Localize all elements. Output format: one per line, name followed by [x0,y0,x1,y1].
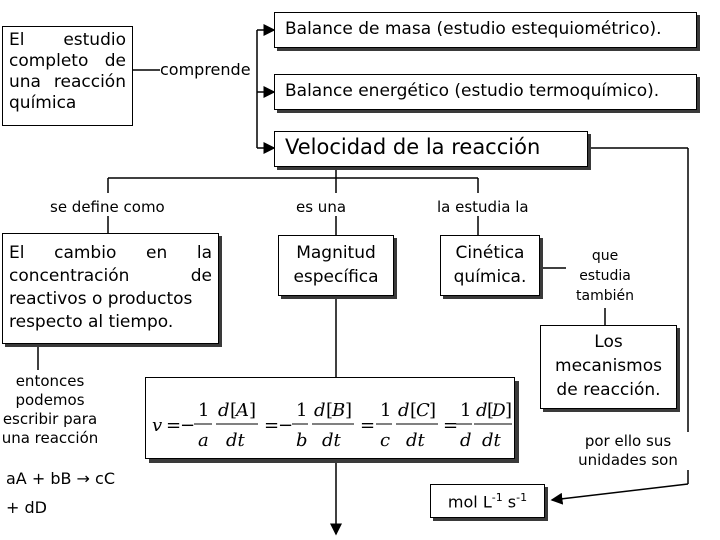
rate-equation-svg: v = − 1 a d [ A ] dt = − 1 b d [ B ] dt … [152,400,512,451]
por-ello-label: por ello sus unidades son [568,432,688,470]
eq-one-c: 1 [380,400,391,421]
que-estudia-line-2: estudia [579,268,631,284]
eq-coef-a: a [198,430,209,451]
eq-v: v [152,415,162,436]
cinetica-line-2: química. [453,267,527,287]
entonces-line-4: una reacción [1,429,99,447]
balance-masa-box: Balance de masa (estudio estequiométrico… [274,12,697,48]
entonces-line-1: entonces [15,372,85,390]
mecanismos-line-2: mecanismos [555,356,662,376]
eq-C: C [416,400,430,421]
unidades-exp-2: -1 [516,491,528,504]
mecanismos-line-3: de reacción. [556,380,661,400]
eq-coef-b: b [296,430,308,451]
que-estudia-tambien-label: que estudia también [562,246,648,306]
eq-bracket-b: [ [326,400,333,421]
por-ello-line-1: por ello sus [584,432,672,450]
eq-one-b: 1 [296,400,307,421]
eq-dt-c: dt [406,430,426,451]
eq-bracket-c: [ [410,400,417,421]
main-line-4: química [9,93,77,113]
eq-B: B [331,400,345,421]
reaction-line-2: + dD [6,498,47,517]
unidades-base: mol L [447,492,492,512]
eq-equals: = [166,415,181,436]
es-una-label: es una [296,198,347,216]
eq-equals-4: = [443,415,458,436]
cinetica-box: Cinética química. [440,235,540,296]
se-define-como-label: se define como [50,198,165,216]
eq-d-b: d [314,400,326,421]
entonces-label: entonces podemos escribir para una reacc… [0,372,100,448]
eq-equals-2: = [264,415,279,436]
por-ello-line-2: unidades son [578,451,678,469]
definicion-line-2: concentración de [9,266,212,286]
eq-coef-d: d [460,430,472,451]
definicion-line-3: reactivos o productos [9,289,193,309]
eq-A: A [234,400,249,421]
que-estudia-line-1: que [591,248,619,264]
main-line-1: El estudio [9,30,126,50]
eq-bracket-d-close: ] [505,400,512,421]
eq-bracket-b-close: ] [345,400,352,421]
eq-bracket-a: [ [230,400,237,421]
eq-bracket-c-close: ] [429,400,436,421]
definicion-line-1: El cambio en la [9,243,212,263]
que-estudia-line-3: también [576,288,634,304]
eq-d-d: d [476,400,488,421]
entonces-line-3: escribir para [2,410,98,428]
magnitud-line-1: Magnitud [296,243,376,263]
balance-energetico-box: Balance energético (estudio termoquímico… [274,74,697,110]
eq-equals-3: = [360,415,375,436]
unidades-box: mol L-1 s-1 [430,484,545,518]
comprende-label: comprende [160,60,251,79]
eq-coef-c: c [380,430,390,451]
arrow-to-unidades [550,483,689,505]
definicion-line-4: respecto al tiempo. [9,312,174,332]
mecanismos-box: Los mecanismos de reacción. [540,325,677,409]
mecanismos-line-1: Los [594,332,623,352]
main-line-3: una reacción [9,72,126,92]
velocidad-box: Velocidad de la reacción [274,131,588,167]
eq-D: D [491,401,506,421]
eq-one-a: 1 [198,400,209,421]
eq-minus-2: − [278,415,293,436]
la-estudia-la-label: la estudia la [437,198,529,216]
eq-dt-a: dt [226,430,246,451]
entonces-line-2: podemos [15,391,85,409]
magnitud-box: Magnitud específica [278,235,394,296]
reaction-line-1: aA + bB → cC [6,469,116,488]
eq-one-d: 1 [460,400,471,421]
velocidad-text: Velocidad de la reacción [285,135,541,159]
eq-bracket-a-close: ] [249,400,256,421]
eq-d-c: d [398,400,410,421]
definicion-box: El cambio en la concentración de reactiv… [2,233,219,344]
balance-energetico-text: Balance energético (estudio termoquímico… [285,81,660,101]
unidades-exp-1: -1 [491,491,503,504]
eq-d-a: d [218,400,230,421]
rate-equation-box: v = − 1 a d [ A ] dt = − 1 b d [ B ] dt … [145,377,515,459]
main-concept-box: El estudio completo de una reacción quím… [2,26,133,126]
main-line-2: completo de [9,51,126,71]
eq-minus-1: − [180,415,195,436]
eq-dt-b: dt [322,430,342,451]
eq-bracket-d: [ [487,400,494,421]
magnitud-line-2: específica [293,267,379,287]
unidades-mid: s [502,492,517,512]
balance-masa-text: Balance de masa (estudio estequiométrico… [285,19,662,39]
cinetica-line-1: Cinética [455,243,525,263]
eq-dt-d: dt [482,430,502,451]
